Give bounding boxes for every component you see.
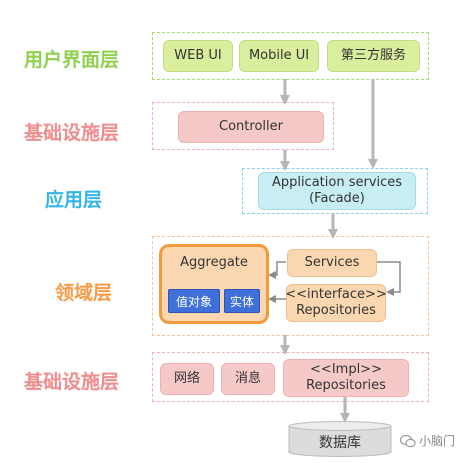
interface-stereotype-label: <<interface>> xyxy=(285,287,387,302)
mobile-ui-box: Mobile UI xyxy=(239,40,319,72)
network-box: 网络 xyxy=(160,363,214,395)
services-box: Services xyxy=(287,249,377,277)
connector-services-to-aggregate xyxy=(268,261,286,279)
layer-label-application: 应用层 xyxy=(45,189,103,211)
layer-label-ui: 用户界面层 xyxy=(24,49,120,71)
facade-label: (Facade) xyxy=(309,191,365,206)
wechat-icon xyxy=(400,434,416,447)
connector-services-to-repositories xyxy=(377,261,401,296)
layer-label-infrastructure-bottom: 基础设施层 xyxy=(24,371,120,393)
controller-box: Controller xyxy=(178,111,324,143)
repositories-impl-label: Repositories xyxy=(306,378,386,393)
watermark-label: 小脑门 xyxy=(419,434,456,448)
impl-stereotype-label: <<Impl>> xyxy=(310,362,382,377)
layer-label-infrastructure-top: 基础设施层 xyxy=(24,122,120,144)
layer-label-domain: 领域层 xyxy=(55,282,113,304)
third-party-service-box: 第三方服务 xyxy=(327,40,420,72)
application-services-box: Application services (Facade) xyxy=(258,172,416,210)
repositories-label: Repositories xyxy=(296,303,376,318)
value-object-box: 值对象 xyxy=(168,289,220,313)
application-services-label: Application services xyxy=(271,175,403,190)
database-cylinder: 数据库 xyxy=(288,421,392,457)
entity-box: 实体 xyxy=(224,289,260,313)
aggregate-box: Aggregate 值对象 实体 xyxy=(159,244,269,324)
repositories-interface-box: <<interface>> Repositories xyxy=(285,284,387,322)
infrastructure-bottom-layer-frame xyxy=(152,352,429,402)
database-icon xyxy=(288,421,392,457)
message-box: 消息 xyxy=(221,363,275,395)
ui-layer-frame xyxy=(152,32,429,80)
aggregate-label: Aggregate xyxy=(180,255,248,270)
repositories-impl-box: <<Impl>> Repositories xyxy=(283,359,409,397)
database-label: 数据库 xyxy=(319,435,361,451)
watermark: 小脑门 xyxy=(400,432,455,449)
infrastructure-top-layer-frame xyxy=(152,102,334,150)
domain-layer-frame xyxy=(152,236,429,336)
application-layer-frame xyxy=(242,168,428,214)
web-ui-box: WEB UI xyxy=(163,40,233,72)
